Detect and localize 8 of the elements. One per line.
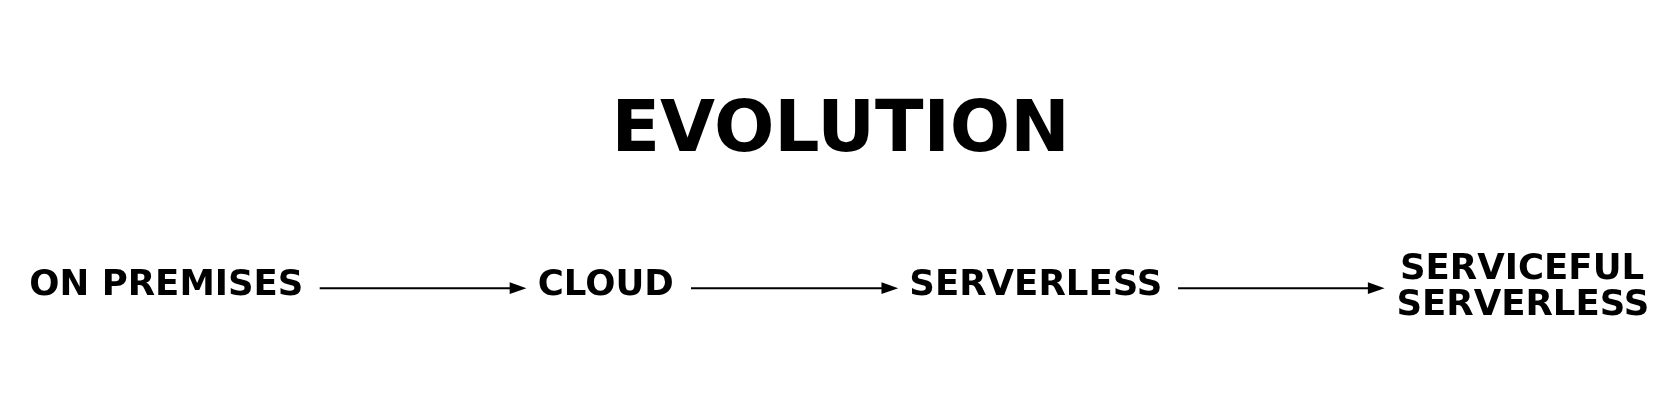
arrow xyxy=(691,282,899,295)
node-text: ON PREMISES xyxy=(29,262,304,304)
node-text: SERVERLESS xyxy=(909,262,1163,304)
diagram-title: EVOLUTION xyxy=(611,85,1070,169)
arrow xyxy=(1178,282,1385,295)
arrow xyxy=(319,282,527,295)
node-text: SERVICEFUL SERVERLESS xyxy=(1396,246,1650,323)
node-text: CLOUD xyxy=(537,262,674,304)
